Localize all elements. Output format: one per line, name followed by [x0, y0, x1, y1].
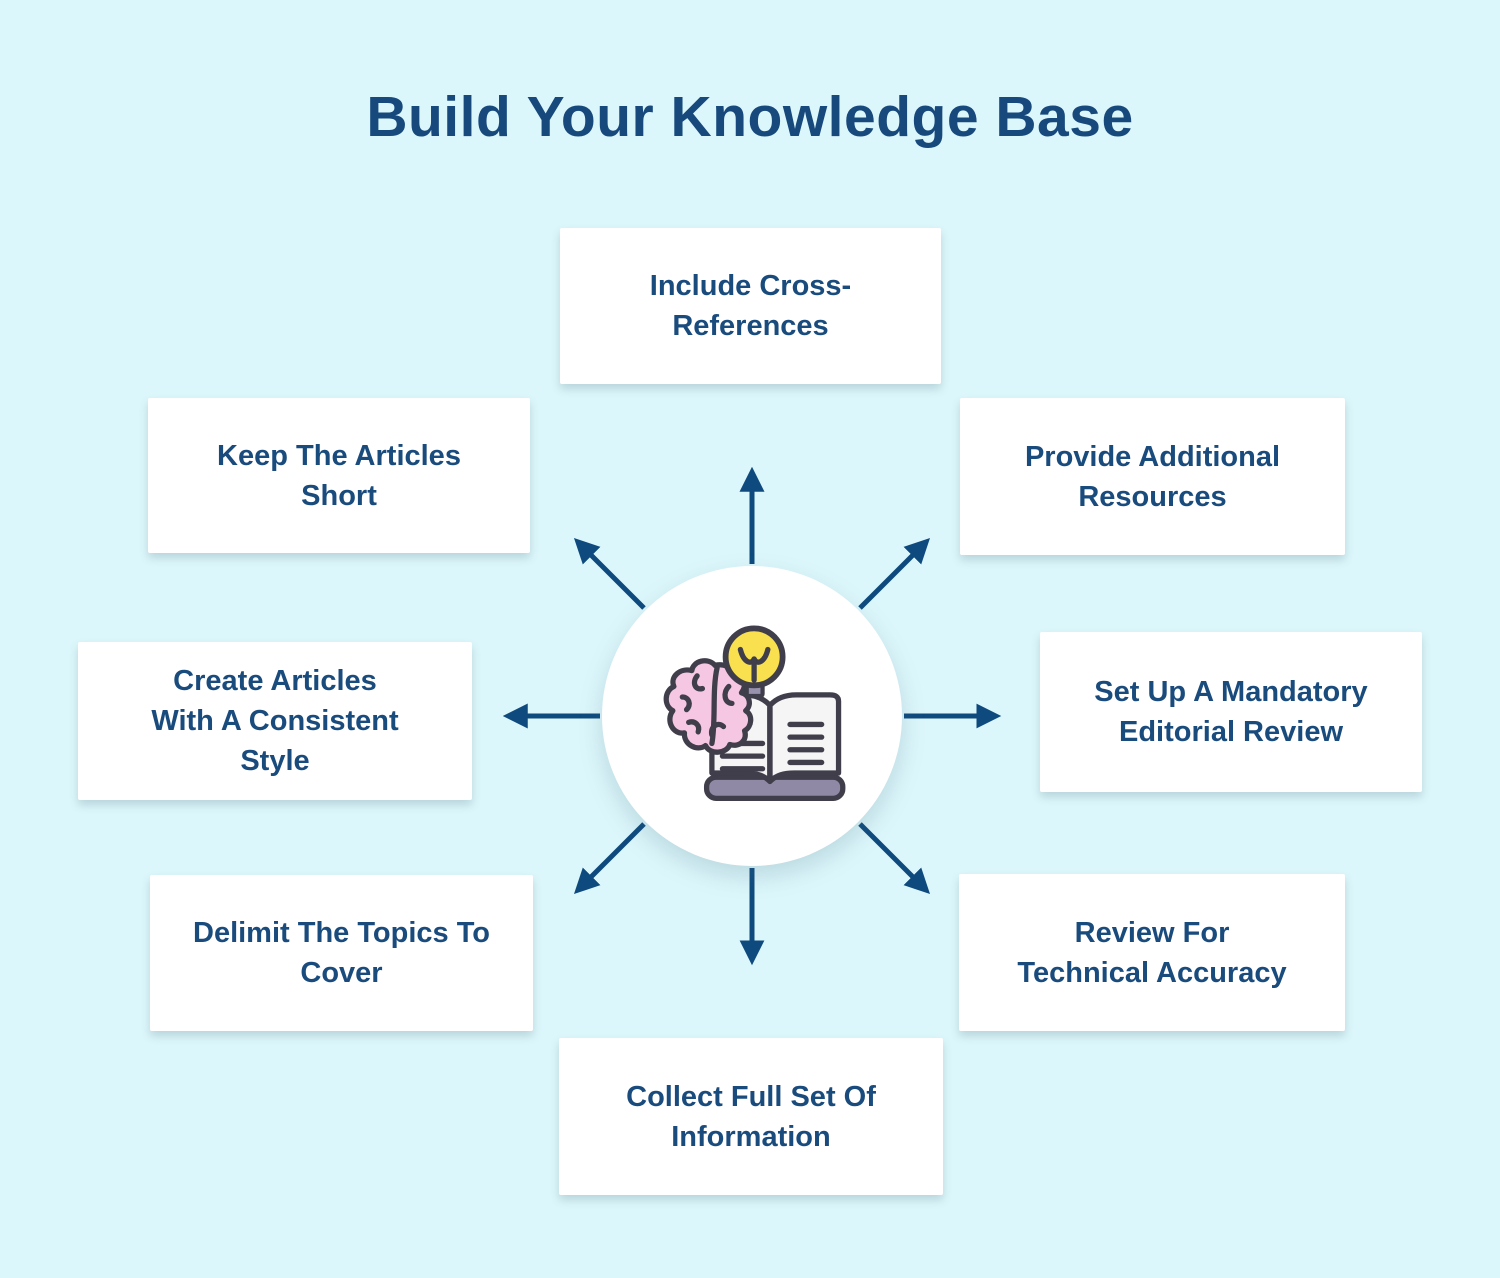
- page-title: Build Your Knowledge Base: [366, 85, 1134, 149]
- node-label: Set Up A Mandatory Editorial Review: [1094, 676, 1368, 748]
- node-label: Include Cross- References: [649, 270, 852, 342]
- node-keep-the-articles-short: Keep The Articles Short: [148, 398, 530, 553]
- node-review-for-technical-accuracy: Review For Technical Accuracy: [959, 874, 1345, 1031]
- node-create-articles-consistent-style: Create Articles With A Consistent Style: [78, 642, 472, 800]
- arrow-down-right: [858, 822, 931, 895]
- brain-icon: [663, 658, 754, 755]
- arrow-up-left: [573, 537, 646, 610]
- lightbulb-icon: [722, 625, 786, 699]
- node-label: Collect Full Set Of Information: [626, 1080, 876, 1153]
- node-label: Delimit The Topics To Cover: [193, 917, 490, 989]
- arrow-down-left: [573, 822, 646, 895]
- node-set-up-mandatory-editorial-review: Set Up A Mandatory Editorial Review: [1040, 632, 1422, 792]
- arrow-up-right: [858, 537, 931, 610]
- center-circle: [602, 566, 902, 866]
- node-provide-additional-resources: Provide Additional Resources: [960, 398, 1345, 555]
- node-delimit-the-topics-to-cover: Delimit The Topics To Cover: [150, 875, 533, 1031]
- node-collect-full-set-of-information: Collect Full Set Of Information: [559, 1038, 943, 1195]
- node-label: Review For Technical Accuracy: [1017, 916, 1287, 989]
- node-include-cross-references: Include Cross- References: [560, 228, 941, 384]
- brain-lightbulb-book-icon: [663, 625, 846, 801]
- node-label: Provide Additional Resources: [1024, 440, 1281, 513]
- node-label: Create Articles With A Consistent Style: [151, 665, 399, 777]
- node-label: Keep The Articles Short: [217, 439, 461, 512]
